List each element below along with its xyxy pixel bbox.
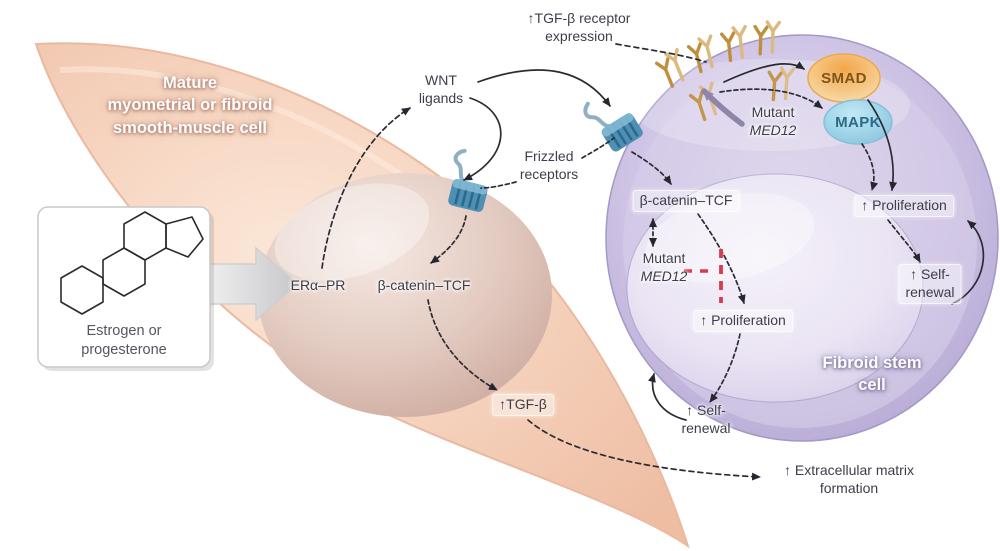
arrow-wnt-to-stem-frizzled [477,69,611,107]
arrow-smad-to-proliferation [867,99,898,191]
stimulus-label: Estrogen or progesterone [81,323,167,358]
tgfb-label: ↑TGF-β [492,394,554,416]
proliferation-nucleus-label: ↑ Proliferation [693,310,793,332]
arrow-tgfb-to-ecm [527,419,761,481]
inhibition-dashes-icon [684,249,723,303]
arrow-self-renewal-right-loop [951,220,985,305]
arrow-mapk-to-proliferation [861,143,879,191]
myometrial-cell-name: Mature myometrial or fibroid smooth-musc… [107,74,273,137]
arrow-receptor-to-smad [723,61,805,83]
beta-catenin-tcf-myometrial-label: β-catenin–TCF [377,277,471,293]
stem-cell-nucleus [626,173,924,403]
ecm-formation-label: ↑ Extracellular matrix formation [784,462,914,496]
leader-tgfb-receptor-expression [615,43,707,63]
era-pr-label: ERα–PR [290,277,346,293]
arrow-stem-frizzled-to-bcatenin [631,151,672,185]
frizzled-receptors-label: Frizzled receptors [519,148,579,182]
tgfb-receptor-expression-label: ↑TGF-β receptor expression [527,10,631,44]
arrow-proliferation-to-self-renewal-right [887,219,921,263]
arrow-receptor-to-mapk [719,88,823,109]
smad-label: SMAD [821,70,867,87]
wnt-ligands-label: WNT ligands [418,72,464,106]
stimulus-box [37,206,214,371]
arrow-bcatenin-to-tgfb [427,299,498,391]
arrow-frizzled-to-bcatenin-myo [430,215,467,264]
mapk-label: MAPK [835,114,881,131]
arrow-proliferation-to-self-renewal-bottom [709,333,741,403]
myometrial-nucleus [258,173,552,417]
beta-catenin-tcf-stem-label: β-catenin–TCF [632,190,740,212]
stem-cell-name: Fibroid stem cell [822,354,922,395]
arrow-mutant-med12-to-receptors [701,88,745,127]
self-renewal-right-label: ↑ Self- renewal [898,264,962,304]
arrow-erapr-to-wnt [321,107,411,269]
arrow-wnt-to-myo-frizzled [463,97,502,181]
self-renewal-bottom-label: ↑ Self- renewal [681,402,731,436]
arrow-self-renewal-bottom-loop [648,373,687,421]
steroid-molecule-icon [60,211,204,315]
leader-frizzled-right [581,137,615,159]
proliferation-right-label: ↑ Proliferation [854,195,954,217]
arrow-bcatenin-to-proliferation-nucleus [697,213,746,304]
leader-frizzled-left [480,181,517,189]
mutant-med12-nucleus-label: Mutant MED12 [640,250,688,284]
mutant-med12-membrane-label: Mutant MED12 [749,104,797,138]
